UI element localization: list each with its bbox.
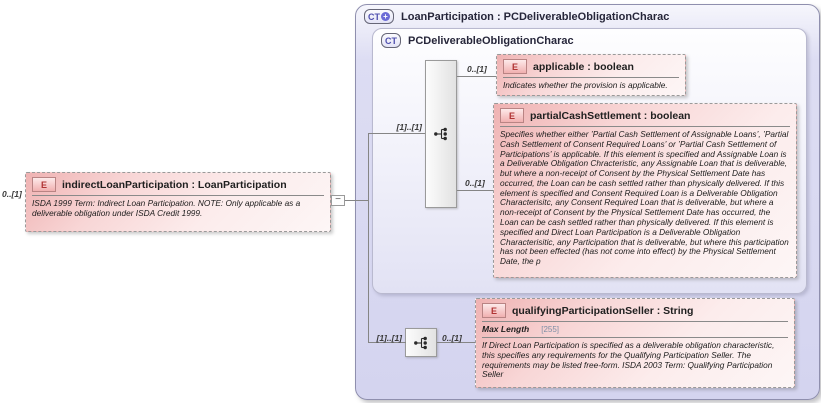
connector-line (457, 76, 496, 77)
connector-line (368, 133, 369, 343)
connector-line (368, 133, 425, 134)
model-group-connector-upper[interactable] (425, 60, 457, 208)
inner-container-title: PCDeliverableObligationCharac (408, 34, 574, 47)
complextype-icon: CT (381, 33, 401, 48)
connector-line (437, 342, 475, 343)
collapse-toggle[interactable]: − (331, 195, 345, 206)
cardinality-label: 0..[1] (467, 64, 487, 74)
element-indirectloanparticipation[interactable]: E indirectLoanParticipation : LoanPartic… (25, 172, 331, 232)
cardinality-label: 0..[1] (465, 178, 485, 188)
inner-container-header: CT PCDeliverableObligationCharac (381, 33, 574, 48)
element-e-icon: E (482, 303, 506, 318)
model-group-connector-lower[interactable] (405, 328, 437, 357)
connector-line (368, 342, 406, 343)
element-title: partialCashSettlement : boolean (530, 109, 691, 122)
outer-container-title: LoanParticipation : PCDeliverableObligat… (401, 10, 670, 23)
connector-line (457, 190, 493, 191)
cardinality-label: 0..[1] (2, 189, 22, 199)
element-partialcashsettlement[interactable]: E partialCashSettlement : boolean Specif… (493, 103, 797, 278)
cardinality-label: [1]..[1] (396, 122, 423, 132)
connector-line (344, 200, 369, 201)
complextype-plus-icon: CT+ (364, 9, 394, 24)
cardinality-label: [1]..[1] (376, 333, 403, 343)
element-title: applicable : boolean (533, 60, 634, 73)
maxlength-facet: Max Length [255] (482, 322, 788, 338)
element-annotation: Specifies whether either ’Partial Cash S… (500, 129, 789, 267)
element-e-icon: E (503, 59, 527, 74)
element-e-icon: E (500, 108, 524, 123)
cardinality-label: 0..[1] (442, 333, 462, 343)
maxlength-facet-value: [255] (541, 325, 560, 334)
element-e-icon: E (32, 177, 56, 192)
element-title: qualifyingParticipationSeller : String (512, 304, 694, 317)
outer-container-header: CT+ LoanParticipation : PCDeliverableObl… (364, 9, 669, 24)
minus-icon: − (335, 194, 341, 205)
maxlength-facet-label: Max Length (482, 324, 530, 334)
element-qualifyingparticipationseller[interactable]: E qualifyingParticipationSeller : String… (475, 298, 795, 388)
element-applicable[interactable]: E applicable : boolean Indicates whether… (496, 54, 686, 96)
sequence-icon (434, 127, 447, 141)
element-annotation: If Direct Loan Participation is specifie… (482, 340, 775, 380)
element-annotation: ISDA 1999 Term: Indirect Loan Participat… (32, 198, 301, 218)
sequence-icon (414, 336, 427, 349)
element-annotation: Indicates whether the provision is appli… (503, 80, 668, 90)
element-title: indirectLoanParticipation : LoanParticip… (62, 178, 287, 191)
